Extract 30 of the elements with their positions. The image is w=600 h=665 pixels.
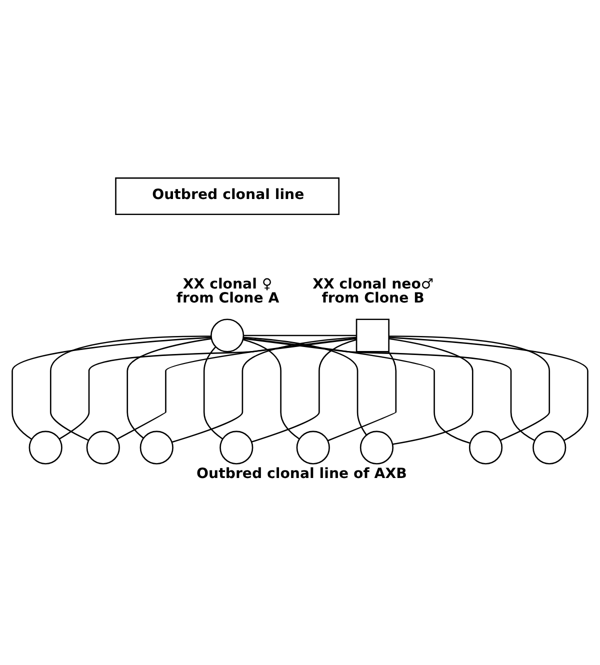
connector — [243, 338, 535, 442]
node-circle — [86, 430, 120, 464]
node-box: Outbred clonal line — [115, 177, 340, 216]
node-box — [356, 318, 390, 352]
node-circle — [296, 430, 330, 464]
connector — [12, 336, 212, 440]
connector — [126, 338, 212, 439]
connector — [251, 339, 357, 443]
connector — [388, 336, 588, 442]
node-circle — [28, 430, 62, 464]
node-circle — [468, 430, 503, 464]
connector — [172, 336, 356, 443]
connector — [389, 336, 550, 441]
node-label: XX clonal neo♂ from Clone B — [312, 276, 434, 306]
connector — [50, 336, 211, 441]
connector — [328, 352, 397, 442]
node-label: XX clonal ♀ from Clone A — [176, 276, 280, 306]
node-circle — [140, 430, 174, 464]
node-circle — [220, 430, 254, 464]
connector — [59, 338, 356, 440]
connector — [244, 336, 367, 436]
node-circle — [532, 430, 566, 464]
connector — [389, 338, 474, 445]
node-circle — [210, 318, 244, 352]
connector — [244, 334, 356, 336]
connector — [242, 339, 300, 440]
node-circle — [360, 430, 394, 464]
connector — [243, 338, 470, 444]
caption: Outbred clonal line of AXB — [196, 466, 407, 482]
connector — [203, 346, 223, 440]
